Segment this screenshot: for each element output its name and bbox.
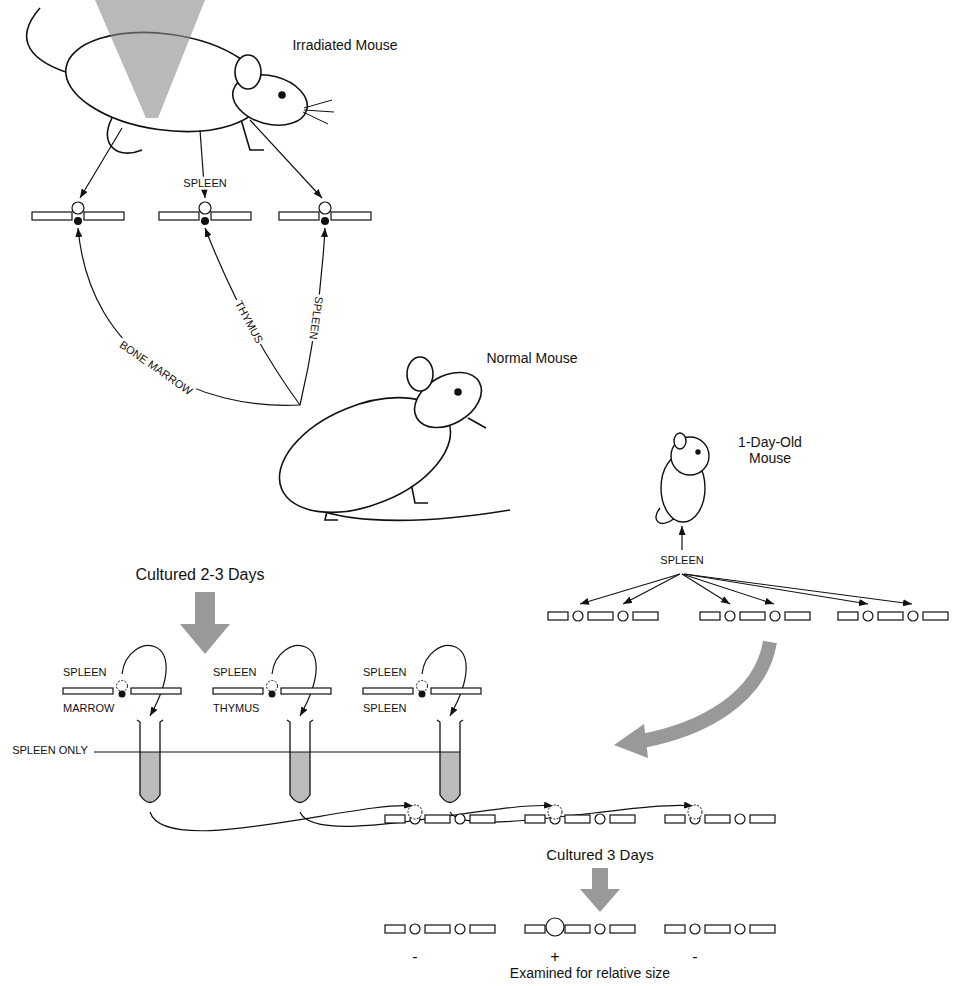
dish-shape <box>212 680 332 698</box>
normal-mouse <box>263 357 510 535</box>
text-label: Irradiated Mouse <box>290 37 399 53</box>
leader-line <box>94 752 460 753</box>
test-tube <box>137 720 463 803</box>
dish-label: SPLEEN <box>362 702 407 715</box>
process-arrow <box>180 592 230 654</box>
dish-label: SPLEEN <box>362 666 407 679</box>
text-label: - <box>410 948 419 966</box>
text-label: THYMUS <box>232 297 267 347</box>
text-label: 1-Day-Old Mouse <box>726 434 814 466</box>
transfer-arrow <box>80 120 322 198</box>
culture-dish: SPLEEN SPLEEN <box>362 662 484 716</box>
dish-label: MARROW <box>62 702 115 715</box>
dish-label: SPLEEN <box>212 666 257 679</box>
radiation-beam <box>95 0 205 118</box>
transfer-arrow <box>150 805 693 830</box>
text-label: SPLEEN <box>306 294 325 343</box>
culture-dish: SPLEEN MARROW <box>62 662 184 716</box>
text-label: SPLEEN ONLY <box>10 744 90 757</box>
text-label: Examined for relative size <box>508 965 672 981</box>
dish-shape <box>362 680 482 698</box>
culture-dish <box>32 202 371 225</box>
text-label: Cultured 2-3 Days <box>134 566 267 584</box>
pointer-arrow <box>681 526 682 550</box>
text-label: BONE MARROW <box>116 337 197 399</box>
newborn-mouse <box>656 433 709 523</box>
text-label: SPLEEN <box>658 554 705 567</box>
dish-shape <box>62 680 182 698</box>
culture-dish <box>548 611 948 621</box>
text-label: - <box>690 948 699 966</box>
text-label: SPLEEN <box>181 177 228 190</box>
text-label: + <box>548 948 561 966</box>
transfer-arrow <box>580 574 912 604</box>
text-label: Normal Mouse <box>484 350 579 366</box>
text-label: Cultured 3 Days <box>544 846 656 863</box>
culture-dish <box>385 918 775 936</box>
process-arrow <box>614 724 648 758</box>
process-arrow <box>642 642 770 741</box>
culture-dish: SPLEEN THYMUS <box>212 662 334 716</box>
dish-label: SPLEEN <box>62 666 107 679</box>
donor-tissue-line <box>78 228 325 405</box>
dish-label: THYMUS <box>212 702 260 715</box>
culture-dish <box>385 805 775 824</box>
transfer-arrow <box>122 646 466 716</box>
process-arrow <box>580 868 620 912</box>
